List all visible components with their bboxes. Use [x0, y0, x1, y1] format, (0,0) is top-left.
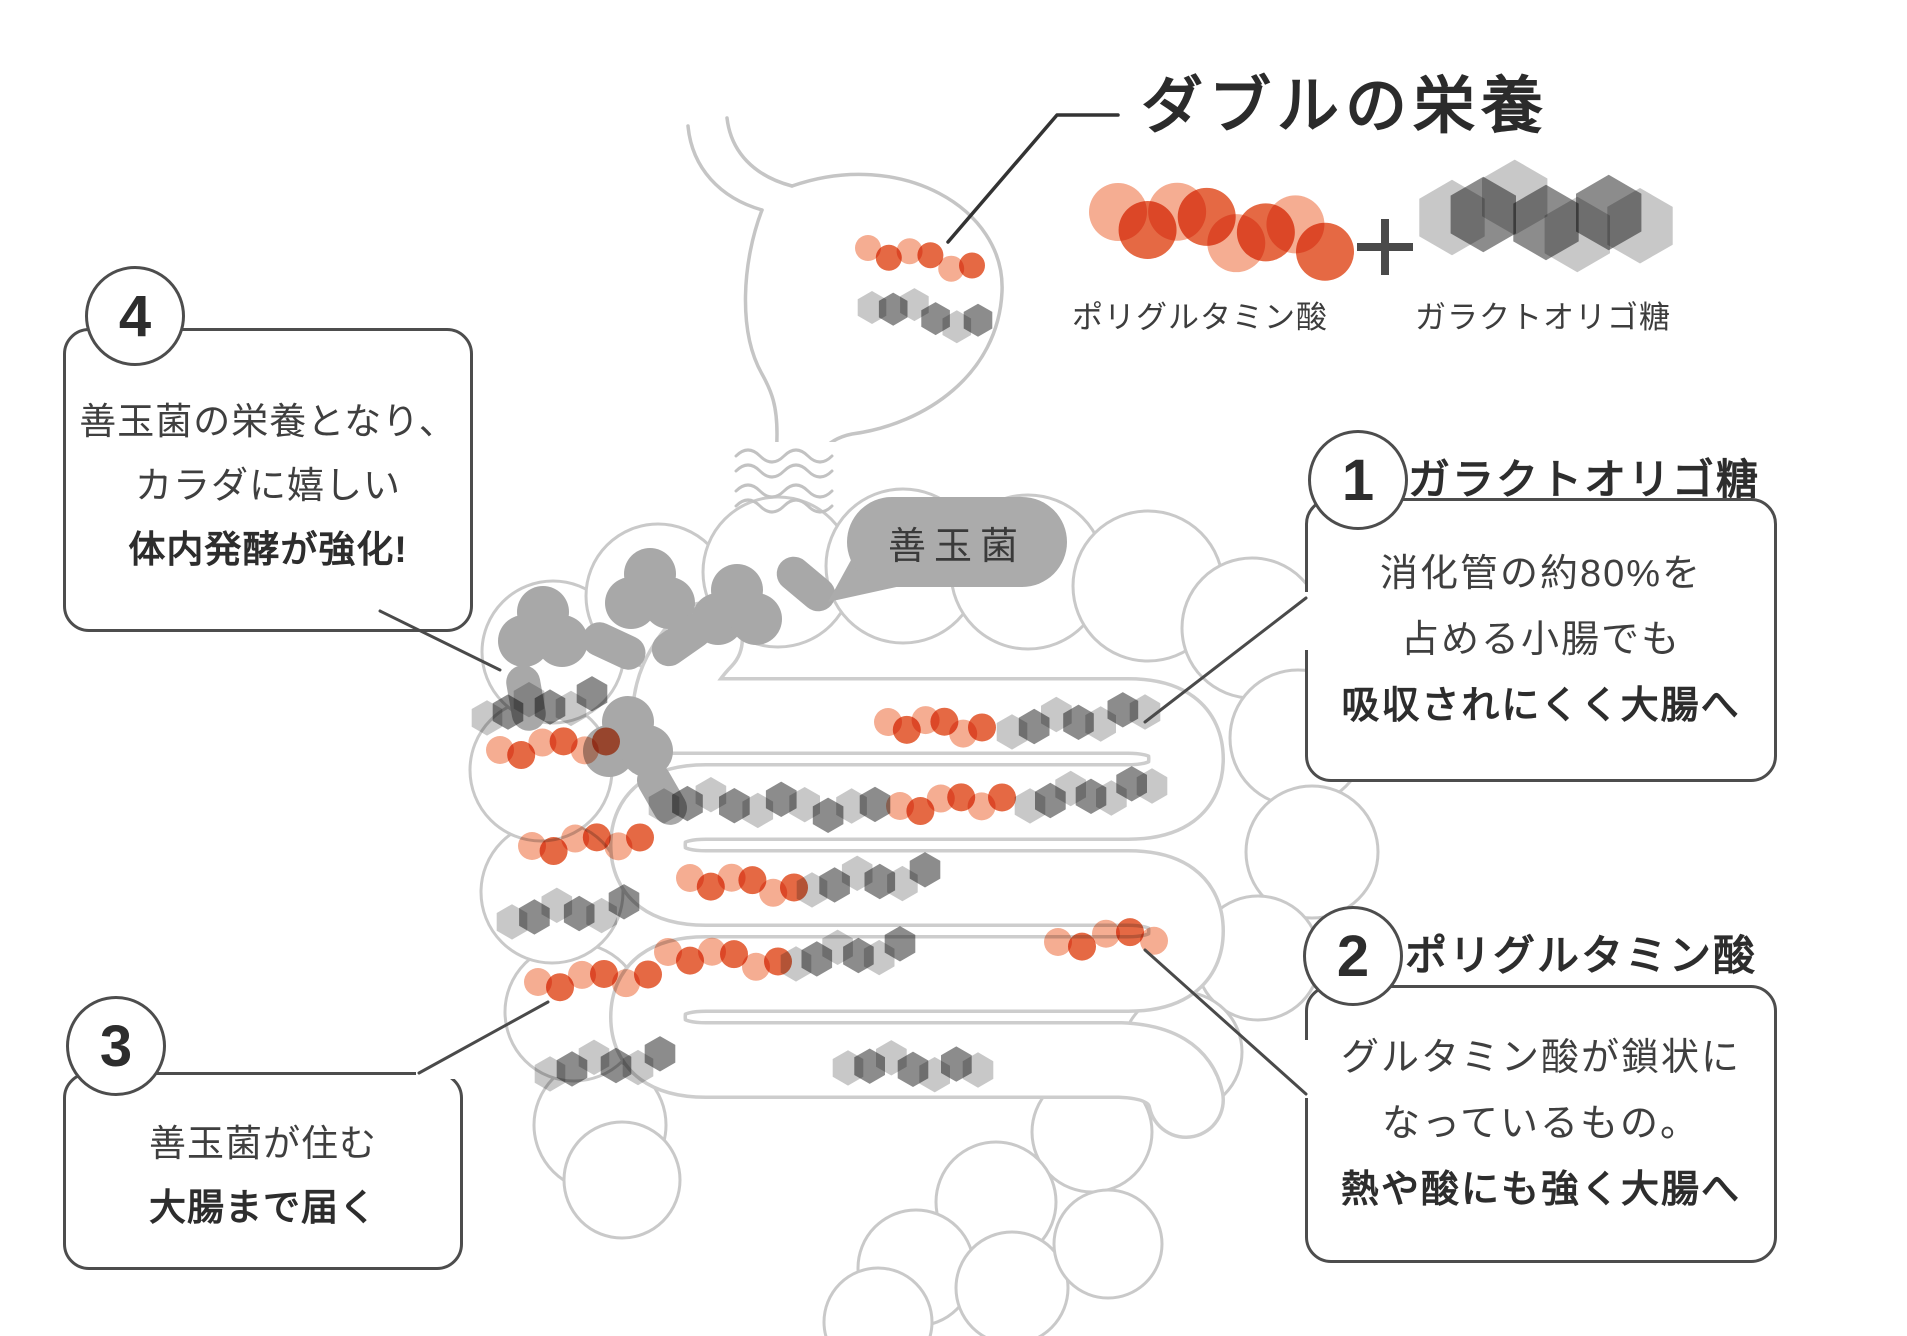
callout2-tail-line: [1143, 948, 1308, 1096]
callout2-line2: なっているもの。: [1381, 1103, 1701, 1145]
callout2-heading: ポリグルタミン酸: [1405, 932, 1758, 979]
oligosaccharide-chain-icon: [996, 692, 1161, 750]
oligosaccharide-chain-icon: [471, 676, 608, 736]
oligosaccharide-chain-icon: [534, 1036, 676, 1092]
callout1-line3: 吸収されにくく大腸へ: [1341, 685, 1741, 727]
callout2-line1: グルタミン酸が鎖状に: [1340, 1037, 1741, 1079]
tube-break-mask: [726, 442, 842, 514]
oligosaccharide-chain-icon: [1014, 766, 1168, 824]
polyglutamic-chain-icon: [524, 959, 662, 1002]
callout-box-3: 善玉菌が住む 大腸まで届く: [63, 1072, 463, 1270]
bacteria-capsule-icon: [637, 763, 687, 825]
plus-icon: [1357, 219, 1413, 275]
oligosaccharide-chain-icon: [796, 852, 941, 908]
callout1-tail-line: [1143, 596, 1308, 724]
esophagus-line-right: [725, 116, 794, 188]
bacteria-capsule-icon: [506, 665, 546, 731]
callout3-tail-line: [417, 1000, 550, 1075]
oligosaccharide-chain-icon: [857, 288, 993, 344]
oligosaccharide-chain-icon: [832, 1040, 994, 1093]
main-title: ダブルの栄養: [1140, 72, 1549, 141]
callout3-line2: 大腸まで届く: [149, 1187, 377, 1228]
number-badge-3: 3: [66, 996, 166, 1096]
number-badge-1: 1: [1308, 430, 1408, 530]
bacteria-clover-icon: [692, 564, 782, 645]
tube-break-lines: [734, 448, 834, 514]
polyglutamic-acid-label: ポリグルタミン酸: [1072, 300, 1328, 335]
polyglutamic-chain-icon: [874, 706, 996, 748]
callout2-line3: 熱や酸にも強く大腸へ: [1340, 1169, 1741, 1211]
esophagus-line-left: [686, 124, 764, 212]
polyglutamic-chain-icon: [486, 727, 620, 770]
polyglutamic-chain-icon: [855, 235, 985, 282]
callout4-line1: 善玉菌の栄養となり、: [79, 401, 457, 442]
callout1-line1: 消化管の約80%を: [1379, 553, 1703, 595]
large-intestine: [468, 487, 1380, 1336]
bacteria-capsule-icon: [776, 556, 836, 612]
callout4-line2: カラダに嬉しい: [135, 465, 401, 506]
bacteria-clover-icon: [605, 548, 695, 629]
oligosaccharide-label: ガラクトオリゴ糖: [1415, 300, 1671, 335]
polyglutamic-chain-icon: [886, 783, 1016, 826]
good-bacteria-bubble: 善玉菌: [847, 497, 1067, 587]
stomach-outline: [686, 116, 1004, 558]
number-badge-2: 2: [1303, 906, 1403, 1006]
polyglutamic-chain-icon: [518, 823, 654, 866]
good-bacteria-group: [498, 548, 836, 825]
bacteria-capsule-icon: [651, 613, 713, 667]
callout-box-4: 善玉菌の栄養となり、 カラダに嬉しい 体内発酵が強化!: [63, 328, 473, 632]
bacteria-clover-icon: [583, 696, 673, 777]
callout1-heading: ガラクトオリゴ糖: [1408, 456, 1761, 503]
polyglutamic-chain-icon: [676, 863, 808, 907]
bacteria-clover-icon: [498, 586, 588, 667]
oligosaccharide-chain-icon: [648, 777, 891, 833]
stomach-lesser-curve: [743, 208, 779, 558]
good-bacteria-bubble-label: 善玉菌: [887, 525, 1026, 568]
callout-box-2: グルタミン酸が鎖状に なっているもの。 熱や酸にも強く大腸へ: [1305, 985, 1777, 1263]
callout4-line3: 体内発酵が強化!: [128, 529, 408, 570]
polyglutamic-chain-icon: [1044, 918, 1168, 961]
polyglutamic-chain-icon: [654, 937, 792, 981]
oligosaccharide-chain-icon: [496, 884, 640, 940]
number-badge-4: 4: [85, 266, 185, 366]
polyglutamic-chain-icon: [1089, 182, 1354, 281]
small-intestine: [609, 601, 1225, 1139]
callout1-line2: 占める小腸でも: [1400, 619, 1681, 661]
callout3-line1: 善玉菌が住む: [149, 1123, 377, 1164]
oligosaccharide-chain-icon: [1419, 159, 1673, 273]
oligosaccharide-chain-icon: [780, 926, 916, 982]
title-connector-line: [946, 113, 1120, 244]
bacteria-capsule-icon: [582, 622, 646, 670]
callout-box-1: 消化管の約80%を 占める小腸でも 吸収されにくく大腸へ: [1305, 498, 1777, 782]
